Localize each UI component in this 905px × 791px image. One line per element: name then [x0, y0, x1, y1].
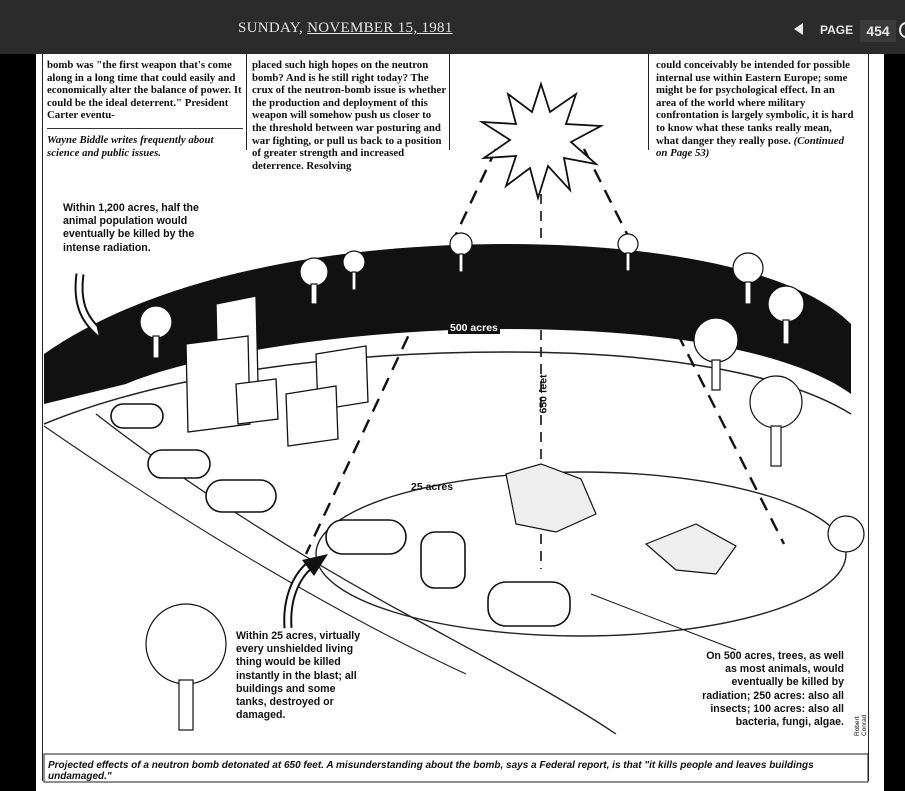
column-rule — [648, 54, 649, 150]
newspaper-page: bomb was "the first weapon that's come a… — [36, 54, 884, 791]
frame-left-rule — [42, 54, 43, 781]
issue-date: SUNDAY, NOVEMBER 15, 1981 — [238, 20, 453, 37]
explosion-burst-icon — [478, 81, 605, 202]
pyramid-ruin — [644, 523, 737, 575]
column-1-text: bomb was "the first weapon that's come a… — [47, 59, 242, 122]
arrow-head — [302, 554, 328, 576]
frame-right-rule — [868, 54, 869, 781]
toolbar-edge-icon[interactable] — [899, 22, 905, 38]
label-500-acres: 500 acres — [448, 322, 500, 334]
article-column-1: bomb was "the first weapon that's come a… — [47, 59, 243, 159]
article-column-2: placed such high hopes on the neutron bo… — [252, 59, 448, 172]
neutron-bomb-illustration — [42, 54, 869, 783]
city-buildings — [185, 295, 369, 447]
continued-note: (Continued on Page 53) — [656, 134, 844, 160]
radiation-cone-left — [304, 148, 498, 555]
previous-page-arrow-icon[interactable] — [794, 23, 803, 35]
label-650-feet: 650 feet — [537, 374, 550, 414]
callout-500-acres: On 500 acres, trees, as well as most ani… — [702, 650, 844, 729]
callout-25-acres: Within 25 acres, virtually every unshiel… — [236, 630, 361, 722]
tree-band — [44, 244, 851, 404]
tanks — [110, 403, 571, 627]
author-byline: Wayne Biddle writes frequently about sci… — [47, 127, 243, 159]
illustration-caption: Projected effects of a neutron bomb deto… — [48, 760, 814, 782]
date-year: 1981 — [421, 20, 453, 36]
date-month-day[interactable]: NOVEMBER 15, 1981 — [307, 20, 453, 36]
road-edge — [43, 425, 467, 675]
trees — [139, 232, 865, 731]
artist-credit: Robert Conrad — [854, 714, 868, 736]
rubble-pile — [505, 463, 597, 533]
column-rule — [449, 54, 450, 150]
viewer-toolbar: SUNDAY, NOVEMBER 15, 1981 PAGE 454 — [0, 0, 905, 54]
callout-1200-acres: Within 1,200 acres, half the animal popu… — [63, 202, 199, 254]
article-column-3: could conceivably be intended for possib… — [656, 59, 856, 160]
page-label: PAGE — [820, 23, 854, 37]
leader-line-500 — [590, 593, 737, 651]
viewer-margin — [884, 54, 905, 791]
label-25-acres: 25 acres — [411, 481, 454, 493]
column-2-text: placed such high hopes on the neutron bo… — [252, 59, 446, 172]
arrow-head — [96, 324, 122, 350]
blast-zone-25-acres — [315, 471, 847, 637]
radiation-cone-right — [582, 148, 786, 545]
column-3-text: could conceivably be intended for possib… — [656, 59, 854, 147]
caption-box — [43, 753, 869, 783]
date-weekday: SUNDAY, — [238, 20, 304, 36]
column-rule — [246, 54, 247, 150]
page-number-field[interactable]: 454 — [860, 20, 896, 42]
